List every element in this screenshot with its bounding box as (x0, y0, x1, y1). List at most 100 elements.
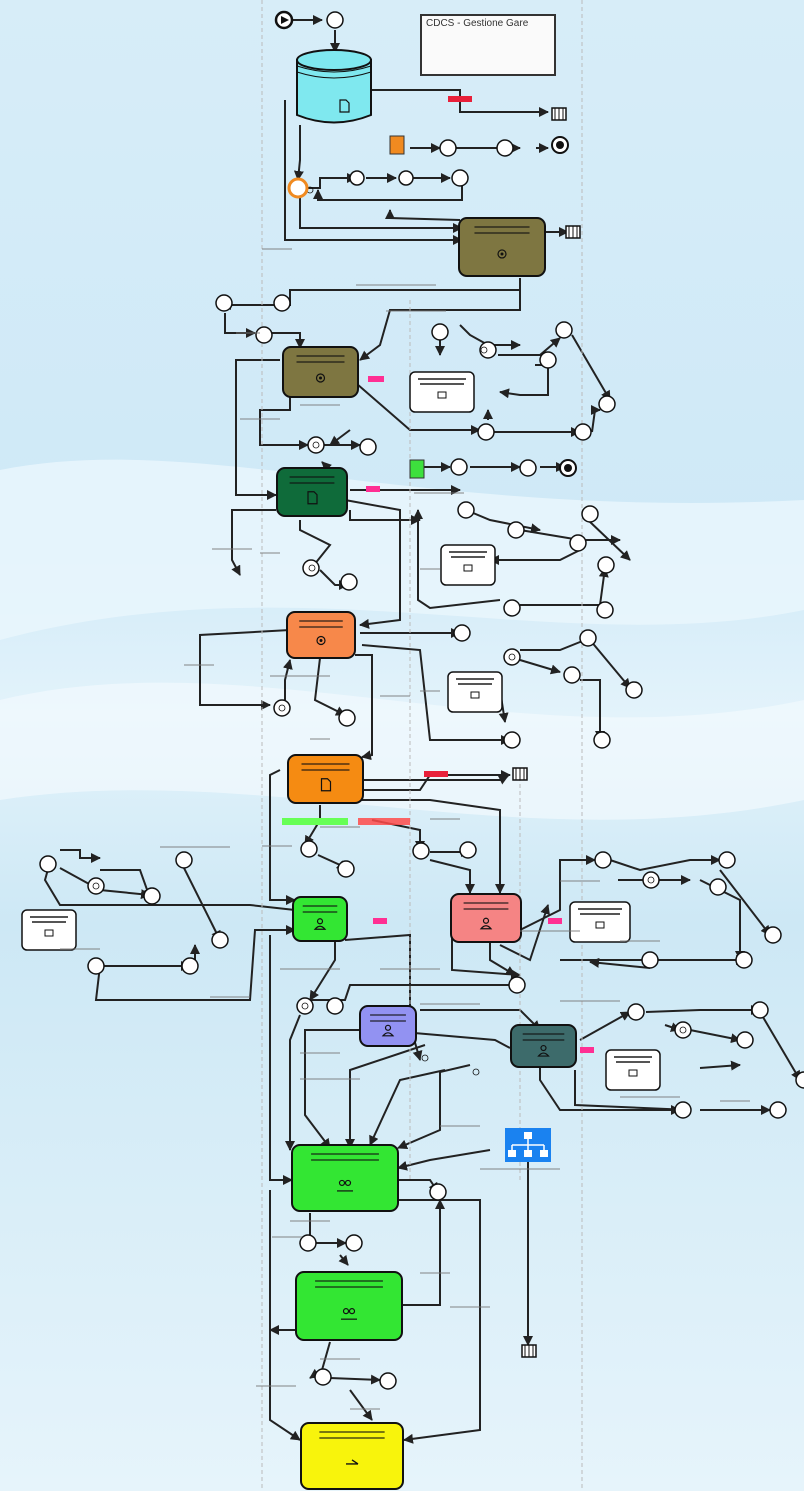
task-label-lines (474, 232, 530, 234)
edge-label (480, 1168, 560, 1170)
edge-label (212, 548, 252, 550)
sequence-flow (499, 364, 549, 399)
edge-label (450, 1306, 490, 1308)
event-circle (429, 1183, 447, 1201)
task-label-lines (311, 1159, 379, 1161)
task-label-lines (463, 908, 509, 910)
sequence-flow (360, 799, 505, 894)
event-circle (273, 294, 291, 312)
edge-label (310, 738, 330, 740)
gateway-mark (508, 653, 516, 661)
event-circle (574, 423, 592, 441)
edge-label (240, 418, 280, 420)
subprocess-icon (44, 929, 54, 937)
event-circle (596, 601, 614, 619)
event-circle (507, 521, 525, 539)
sequence-flow (344, 499, 401, 629)
task-label-lines (370, 1014, 406, 1016)
sequence-flow (589, 957, 651, 969)
task-label-lines (296, 361, 345, 363)
task-green-left (292, 896, 348, 942)
gateway-mark (312, 441, 320, 449)
event-circle (594, 851, 612, 869)
edge-label (620, 940, 660, 942)
edge-label (320, 1358, 360, 1360)
task-box (282, 346, 359, 398)
sequence-flow (299, 188, 463, 233)
edge-label (380, 695, 410, 697)
hierarchy-icon (524, 1132, 532, 1139)
subprocess-box (409, 371, 475, 413)
gateway-mark (480, 346, 488, 354)
event-circle (338, 709, 356, 727)
edge-label (420, 568, 440, 570)
sequence-flow (587, 519, 631, 561)
event-circle (751, 1001, 769, 1019)
event-circle (709, 878, 727, 896)
sequence-flow (224, 313, 256, 338)
event-circle (457, 501, 475, 519)
subprocess-box (21, 909, 77, 951)
sequence-flow (689, 1029, 741, 1044)
event-circle (451, 169, 469, 187)
sequence-flow (429, 859, 475, 894)
edge-label (430, 818, 460, 820)
sequence-flow (221, 278, 521, 310)
event-circle (307, 436, 325, 454)
sequence-flow (299, 520, 332, 571)
subprocess-icon (628, 1069, 638, 1077)
event-circle (255, 326, 273, 344)
diagram-title: CDCS - Gestione Gare (426, 18, 529, 29)
sequence-flow (591, 405, 601, 433)
edge-label (236, 332, 260, 334)
event-circle (593, 731, 611, 749)
edge-label (414, 492, 464, 494)
document-icon (339, 99, 350, 113)
sequence-flow (282, 659, 293, 700)
task-label-lines (474, 226, 530, 228)
sequence-flow (269, 769, 296, 905)
status-marker (580, 1047, 594, 1053)
hierarchy-icon (505, 1128, 551, 1162)
sequence-flow (231, 509, 276, 576)
event-circle (296, 997, 314, 1015)
event-circle (345, 1234, 363, 1252)
event-circle (579, 629, 597, 647)
timer-event-icon (287, 177, 309, 199)
task-label-lines (289, 482, 335, 484)
sequence-flow (259, 395, 309, 450)
sequence-flow (60, 849, 101, 863)
task-label-lines (299, 620, 343, 622)
sequence-flow (360, 775, 509, 785)
event-circle (508, 976, 526, 994)
gateway-mark (679, 1026, 687, 1034)
sequence-flow (270, 332, 305, 349)
event-circle (211, 931, 229, 949)
event-circle (735, 951, 753, 969)
task-label-lines (289, 476, 335, 478)
task-database (296, 49, 372, 124)
trigger-icon (389, 135, 405, 155)
event-circle (431, 323, 449, 341)
edge-label (60, 948, 100, 950)
gateway-mark (472, 1068, 480, 1076)
sequence-flow (465, 509, 541, 534)
task-box (286, 611, 356, 659)
edge-label (280, 968, 340, 970)
sequence-flow (362, 770, 511, 791)
event-circle (412, 842, 430, 860)
task-orange-light (286, 611, 356, 659)
event-circle (439, 139, 457, 157)
event-circle (519, 459, 537, 477)
gear-icon (315, 373, 326, 383)
edge-label (720, 1100, 750, 1102)
document-icon (320, 778, 332, 792)
sequence-flow (269, 935, 293, 1185)
sequence-flow (574, 1070, 691, 1115)
event-circle (326, 997, 344, 1015)
edge-label (386, 310, 446, 312)
edge-label (260, 552, 280, 554)
user-icon (384, 1024, 392, 1031)
sequence-flow (519, 659, 561, 675)
sequence-flow (489, 943, 516, 976)
